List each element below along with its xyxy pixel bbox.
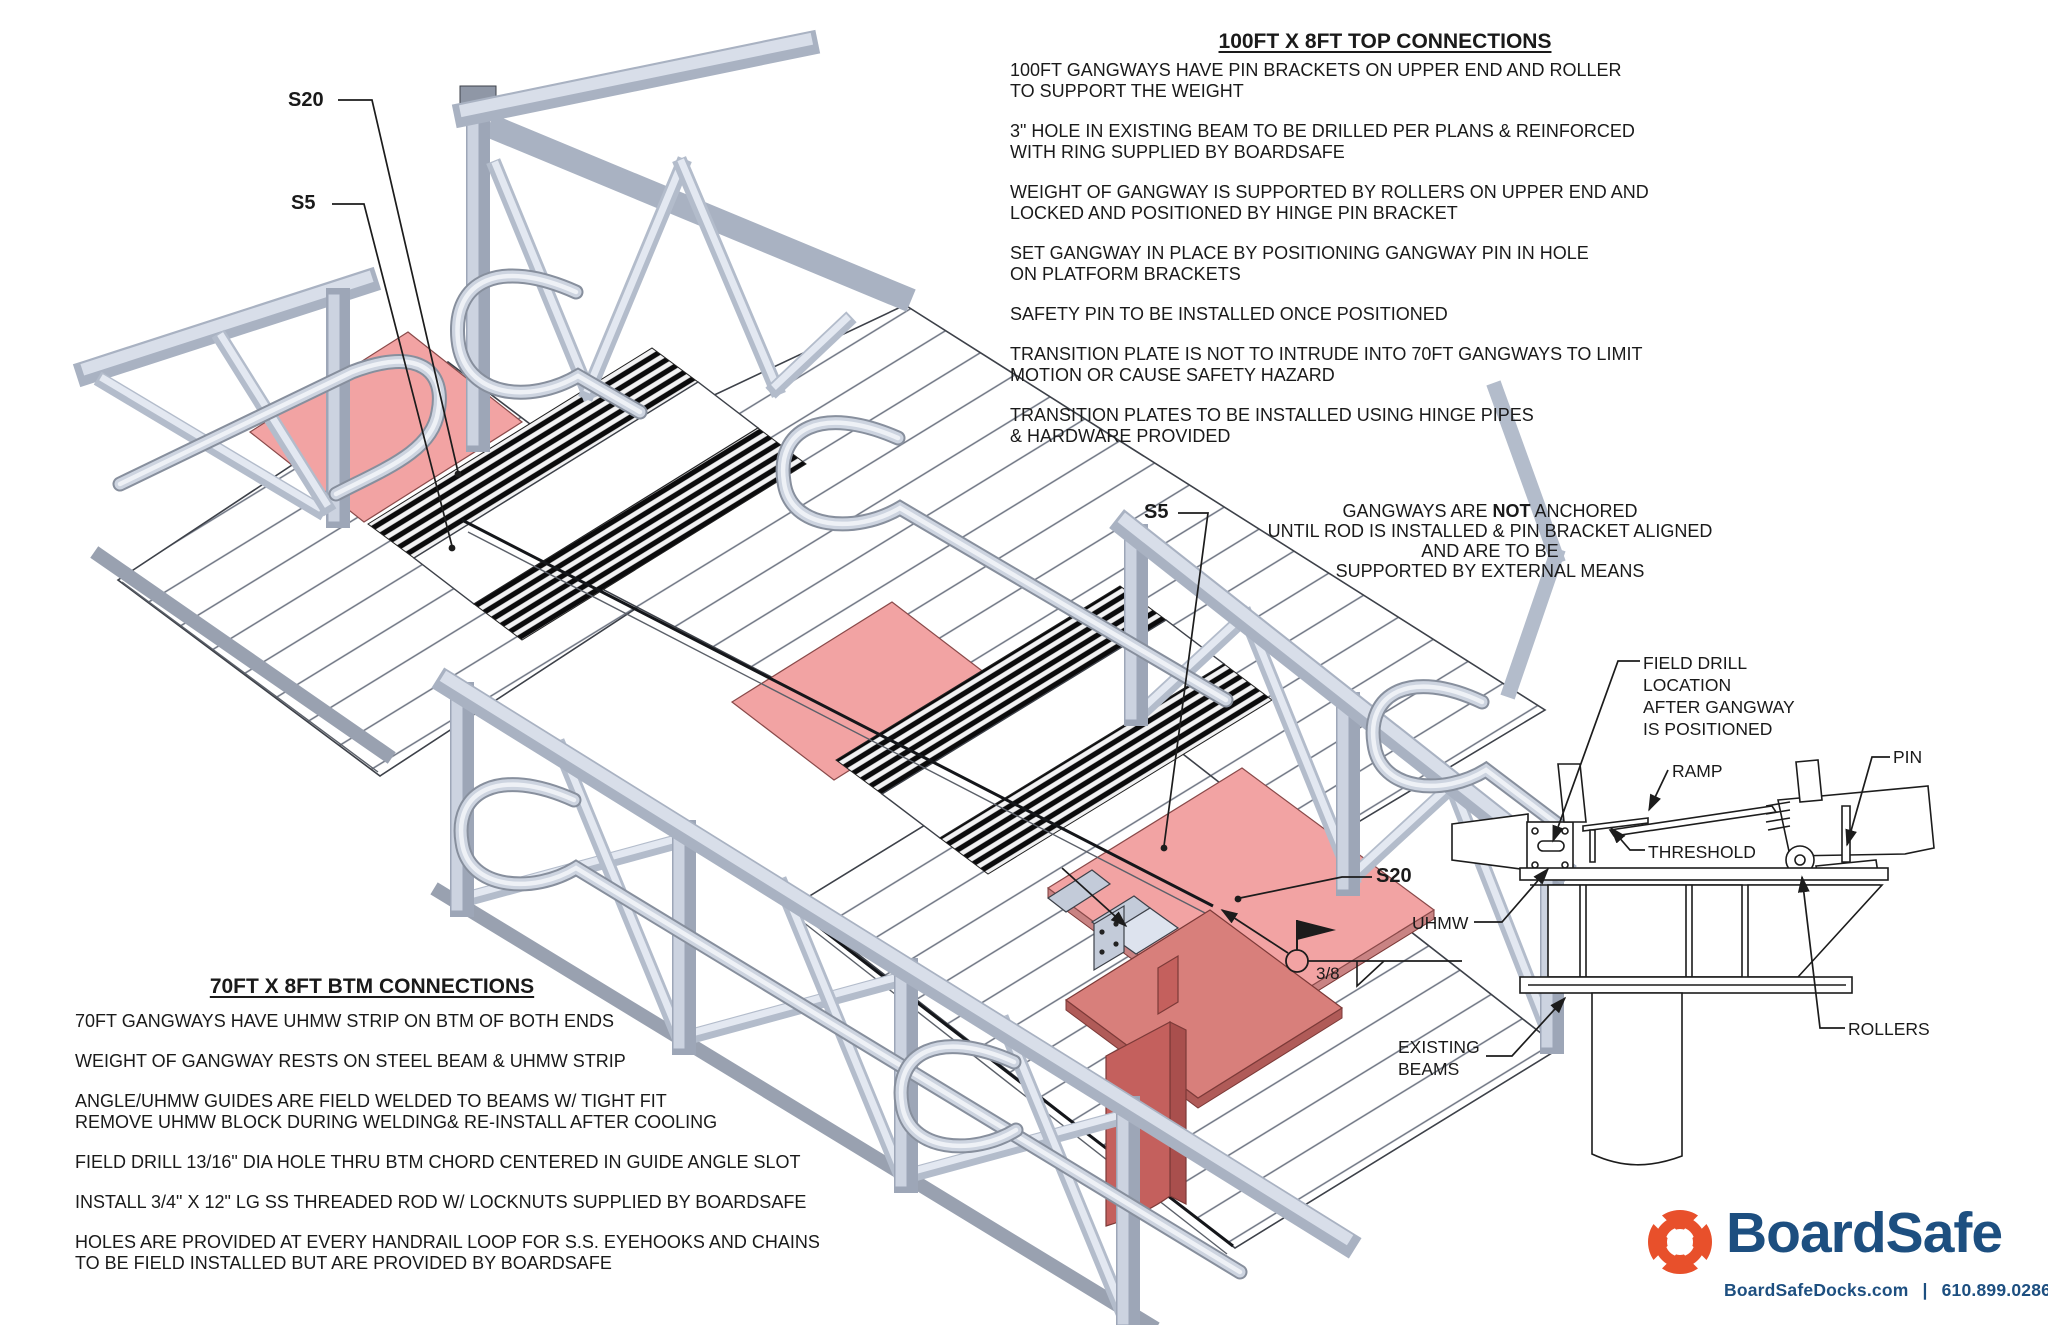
- note-paragraph: 100FT GANGWAYS HAVE PIN BRACKETS ON UPPE…: [1010, 60, 1622, 101]
- pipe-center-loop-2: [893, 1039, 1024, 1154]
- note-paragraph: SET GANGWAY IN PLACE BY POSITIONING GANG…: [1010, 243, 1589, 284]
- callout-s20-top: S20: [288, 89, 324, 111]
- label-pin: PIN: [1893, 747, 1923, 767]
- anchor-note-line-3: AND ARE TO BE: [1421, 541, 1559, 561]
- anchor-note-line-1: GANGWAYS ARE NOT ANCHORED: [1342, 501, 1638, 521]
- note-paragraph: TRANSITION PLATES TO BE INSTALLED USING …: [1010, 405, 1534, 446]
- label-rollers: ROLLERS: [1848, 1019, 1930, 1039]
- logo-phone: 610.899.0286: [1941, 1280, 2048, 1300]
- weld-symbol: [1220, 909, 1462, 988]
- bottom-notes-title: 70FT X 8FT BTM CONNECTIONS: [209, 975, 535, 998]
- anchor-note-line-4: SUPPORTED BY EXTERNAL MEANS: [1335, 561, 1645, 581]
- logo-wordmark: BoardSafe: [1726, 1201, 2003, 1265]
- logo-website: BoardSafeDocks.com: [1724, 1280, 1909, 1300]
- note-paragraph: HOLES ARE PROVIDED AT EVERY HANDRAIL LOO…: [75, 1232, 820, 1273]
- weld-size-label: 3/8: [1316, 964, 1340, 983]
- callout-leaders: [332, 99, 1372, 928]
- note-paragraph: INSTALL 3/4" X 12" LG SS THREADED ROD W/…: [75, 1192, 807, 1212]
- label-ramp: RAMP: [1672, 761, 1723, 781]
- label-threshold: THRESHOLD: [1648, 842, 1756, 862]
- label-uhmw: UHMW: [1412, 913, 1469, 933]
- note-paragraph: 70FT GANGWAYS HAVE UHMW STRIP ON BTM OF …: [75, 1011, 615, 1031]
- lifering-icon: [1648, 1210, 1712, 1274]
- truss-left: [72, 266, 396, 764]
- bottom-notes-body: 70FT GANGWAYS HAVE UHMW STRIP ON BTM OF …: [75, 1011, 975, 1293]
- note-paragraph: TRANSITION PLATE IS NOT TO INTRUDE INTO …: [1010, 344, 1643, 385]
- note-paragraph: WEIGHT OF GANGWAY RESTS ON STEEL BEAM & …: [75, 1051, 626, 1071]
- pipe-tower-loop: [450, 268, 648, 420]
- note-paragraph: WEIGHT OF GANGWAY IS SUPPORTED BY ROLLER…: [1010, 182, 1649, 223]
- logo-divider: |: [1922, 1280, 1928, 1300]
- anchor-note-line-2: UNTIL ROD IS INSTALLED & PIN BRACKET ALI…: [1267, 521, 1713, 541]
- callout-s5-top: S5: [291, 192, 316, 214]
- pipe-left-loop: [112, 354, 447, 502]
- pipe-far-mid-loop: [775, 415, 1234, 708]
- note-paragraph: ANGLE/UHMW GUIDES ARE FIELD WELDED TO BE…: [75, 1091, 718, 1132]
- note-paragraph: SAFETY PIN TO BE INSTALLED ONCE POSITION…: [1010, 304, 1448, 324]
- note-paragraph: FIELD DRILL 13/16" DIA HOLE THRU BTM CHO…: [75, 1152, 801, 1172]
- detail-side-view: [1451, 660, 1935, 1166]
- note-paragraph: 3" HOLE IN EXISTING BEAM TO BE DRILLED P…: [1010, 121, 1635, 162]
- pipe-center-loop-1: [453, 777, 1248, 1280]
- top-notes-body: 100FT GANGWAYS HAVE PIN BRACKETS ON UPPE…: [1010, 60, 1830, 466]
- pipe-far-right-loop: [1365, 679, 1568, 834]
- anchor-note: GANGWAYS ARE NOT ANCHORED UNTIL ROD IS I…: [1240, 501, 1740, 581]
- top-notes-title: 100FT X 8FT TOP CONNECTIONS: [1218, 30, 1552, 53]
- handrail-pipes: [112, 268, 1568, 1280]
- callout-s5-mid: S5: [1144, 501, 1169, 523]
- callout-s20-mid: S20: [1376, 865, 1412, 887]
- logo-tagline: BoardSafeDocks.com | 610.899.0286: [1724, 1280, 2048, 1301]
